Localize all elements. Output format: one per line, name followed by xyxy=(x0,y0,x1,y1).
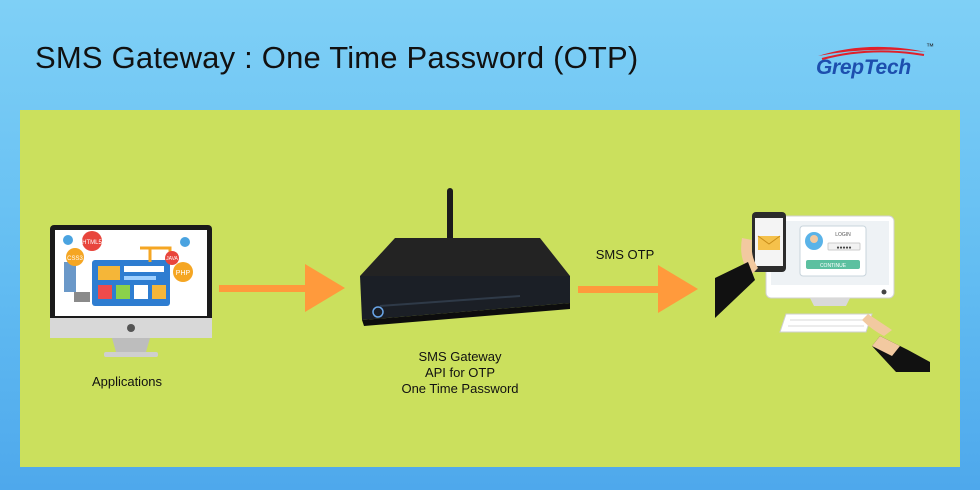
gateway-label-line2: API for OTP xyxy=(424,365,496,380)
badge-html5: HTML5 xyxy=(82,240,102,246)
gateway-label: SMS Gateway API for OTP One Time Passwor… xyxy=(380,349,540,397)
sms-otp-label: SMS OTP xyxy=(595,247,655,262)
gateway-label-line1: SMS Gateway xyxy=(418,349,502,364)
logo-trademark: ™ xyxy=(926,42,934,51)
arrow-app-to-gateway xyxy=(219,264,345,312)
sms-gateway-device-icon xyxy=(360,188,570,326)
logo-swoosh-icon xyxy=(818,46,926,60)
login-card-password: ●●●●● xyxy=(836,245,851,251)
logo-text: GrepTech xyxy=(816,56,911,79)
login-card-continue: CONTINUE xyxy=(820,263,847,269)
arrow-gateway-to-user xyxy=(578,265,698,313)
badge-java: JAVA xyxy=(166,256,178,262)
login-card-title: LOGIN xyxy=(835,232,851,238)
gateway-label-line3: One Time Password xyxy=(401,381,519,396)
badge-php: PHP xyxy=(176,270,191,277)
badge-css3: CSS3 xyxy=(67,256,83,262)
page-title: SMS Gateway : One Time Password (OTP) xyxy=(35,40,639,75)
imac-applications-icon: CSS3 HTML5 PHP JAVA xyxy=(50,225,212,357)
user-login-device-icon: LOGIN ●●●●● CONTINUE xyxy=(715,212,930,372)
greptech-logo: GrepTech ™ xyxy=(808,42,938,86)
applications-label: Applications xyxy=(91,374,163,389)
